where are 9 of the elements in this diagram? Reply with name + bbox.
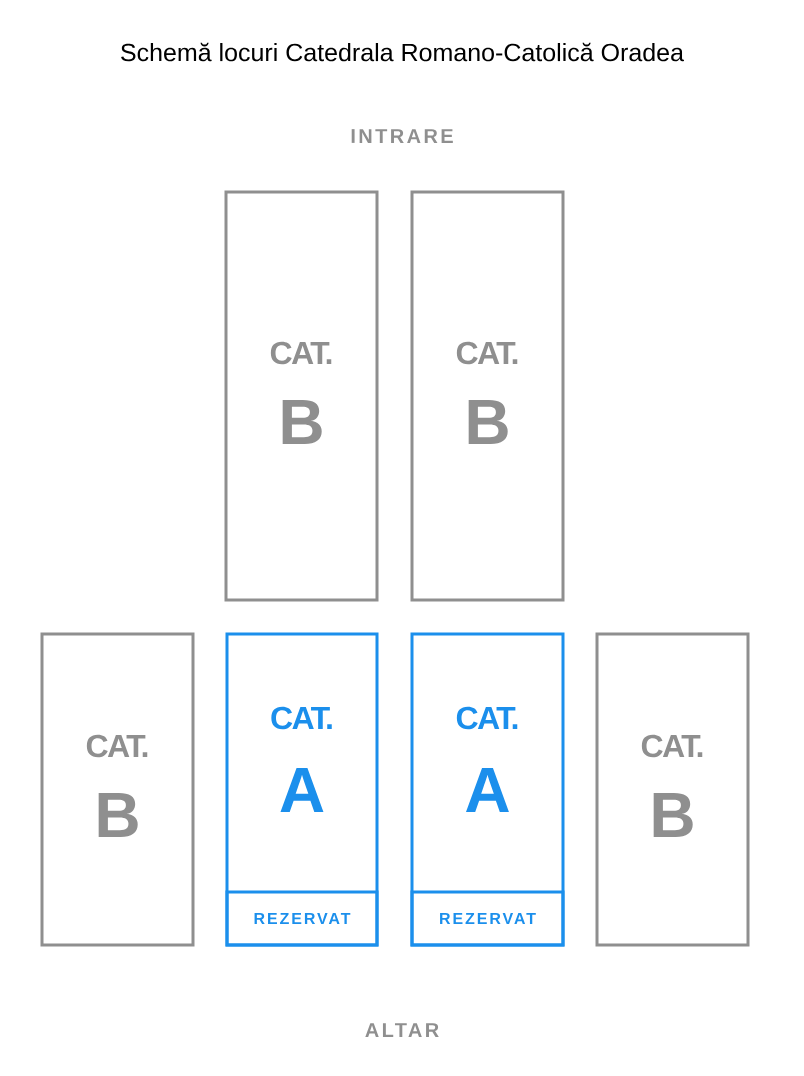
seating-block: CAT. B — [224, 190, 379, 602]
seating-block: CAT. B — [40, 632, 195, 947]
title: Schemă locuri Catedrala Romano-Catolică Oradea — [121, 42, 684, 62]
area-label: ALTAR — [365, 1023, 439, 1037]
reserved-band: REZERVAT — [225, 890, 379, 947]
reserved-band: REZERVAT — [410, 890, 565, 947]
area-label: INTRARE — [351, 129, 453, 143]
seating-block: CAT. B — [410, 190, 565, 602]
seating-block: CAT. B — [595, 632, 750, 947]
